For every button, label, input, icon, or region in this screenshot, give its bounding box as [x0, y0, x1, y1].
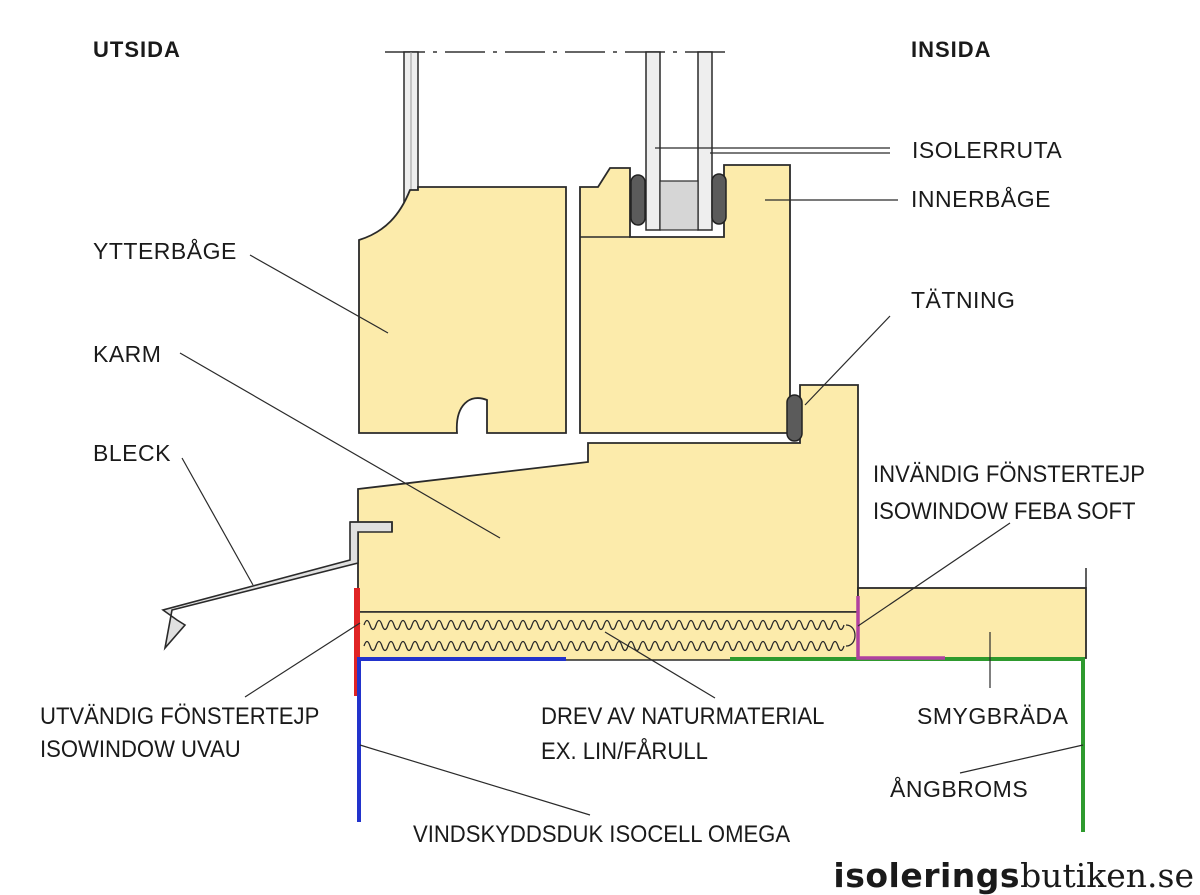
inner-sash-shape — [579, 164, 791, 434]
inner-window-tape — [856, 596, 945, 660]
label-innerbage: INNERBÅGE — [911, 186, 1051, 212]
logo-part-1: isolerings — [833, 856, 1021, 895]
sill-flashing-fold — [350, 521, 393, 532]
insulating-glass-unit — [645, 51, 713, 231]
leader-lines — [179, 147, 1084, 816]
outside-header: UTSIDA — [93, 37, 181, 62]
label-outer-tape-line2: ISOWINDOW UVAU — [40, 736, 241, 763]
label-tatning: TÄTNING — [911, 287, 1016, 313]
logo-part-2: butiken.se — [1020, 856, 1194, 895]
label-bleck: BLECK — [93, 440, 171, 466]
sealing-strip — [786, 394, 803, 442]
brand-logo: isoleringsbutiken.se — [833, 859, 1194, 892]
label-inner-tape-line1: INVÄNDIG FÖNSTERTEJP — [873, 461, 1145, 488]
label-wind-barrier: VINDSKYDDSDUK ISOCELL OMEGA — [413, 821, 791, 848]
outer-sash-shape — [358, 186, 567, 434]
outer-window-tape — [354, 588, 360, 696]
label-smygbrada: SMYGBRÄDA — [917, 703, 1069, 729]
label-ytterbage: YTTERBÅGE — [93, 238, 237, 264]
wind-barrier-membrane — [357, 657, 566, 822]
label-inner-tape-line2: ISOWINDOW FEBA SOFT — [873, 498, 1136, 525]
outer-glass-pane — [403, 51, 419, 233]
label-isolerruta: ISOLERRUTA — [912, 137, 1063, 163]
label-outer-tape-line1: UTVÄNDIG FÖNSTERTEJP — [40, 703, 320, 730]
glazing-gasket-left — [630, 174, 646, 226]
inside-header: INSIDA — [911, 37, 992, 62]
label-caulking-line1: DREV AV NATURMATERIAL — [541, 703, 825, 730]
label-caulking-line2: EX. LIN/FÅRULL — [541, 738, 708, 765]
label-angbroms: ÅNGBROMS — [890, 776, 1029, 802]
glazing-gasket-right — [711, 173, 727, 225]
caulking-pattern — [363, 619, 856, 652]
sill-flashing — [161, 521, 393, 651]
vapour-barrier-membrane — [730, 657, 1085, 832]
caulking-shape — [357, 611, 859, 661]
label-karm: KARM — [93, 341, 162, 367]
lining-board-shape — [857, 587, 1087, 659]
